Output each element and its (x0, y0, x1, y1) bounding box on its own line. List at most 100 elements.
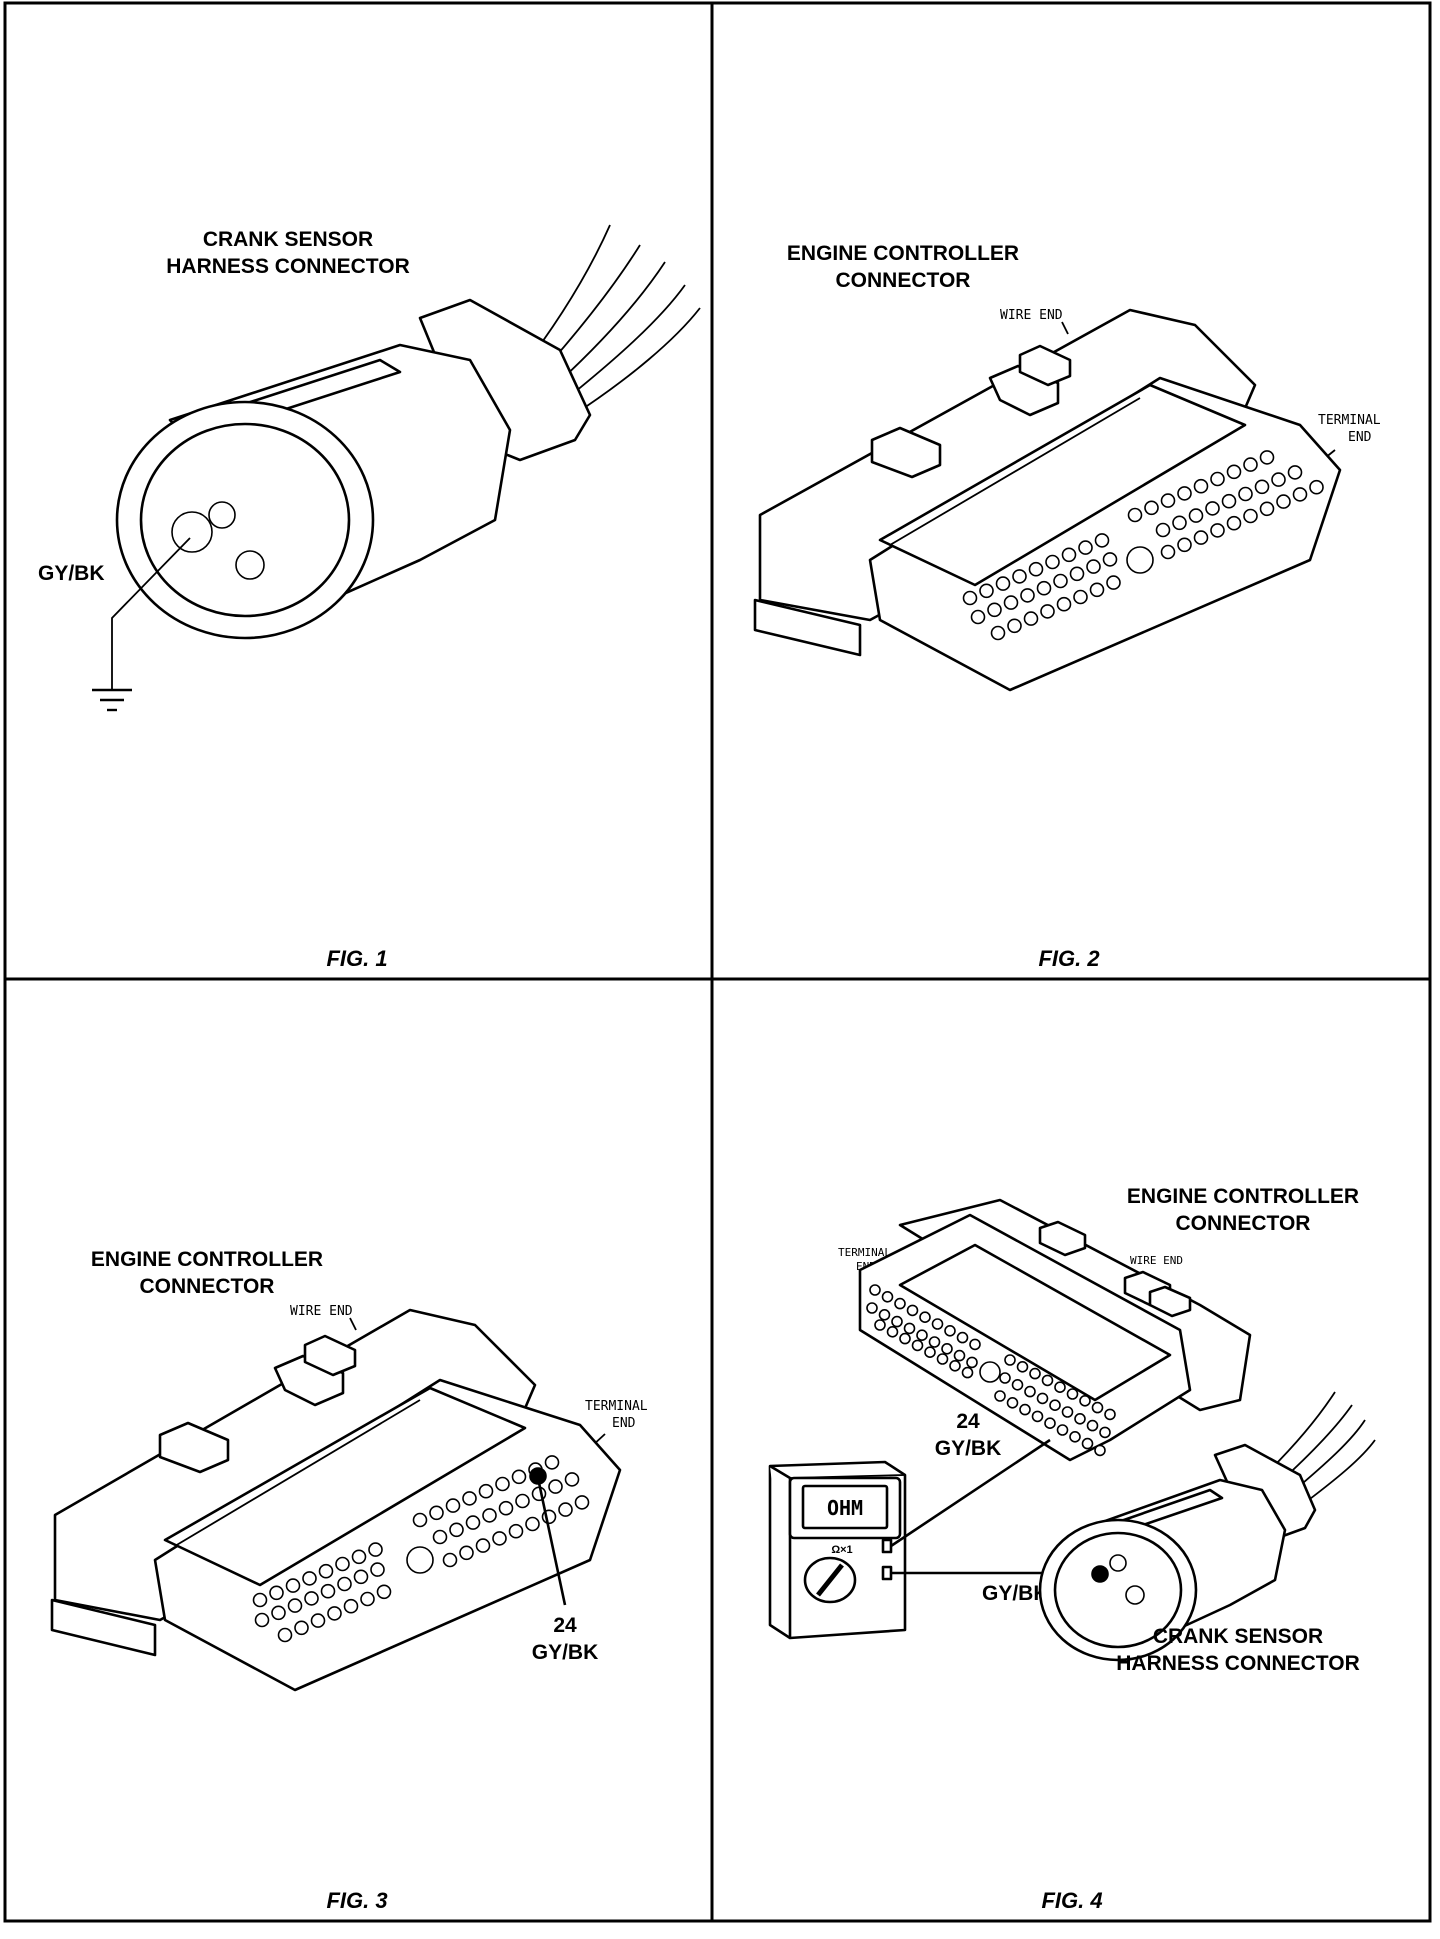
connector-pin (285, 1578, 301, 1593)
connector-pin (459, 1545, 474, 1561)
fig2-pin-array (962, 450, 1324, 641)
connector-pin (1020, 588, 1035, 603)
connector-pin (1073, 589, 1088, 605)
connector-pin (886, 1326, 899, 1338)
fig3-engine-controller-connector-drawing (50, 1308, 622, 1692)
connector-pin (1193, 478, 1209, 494)
connector-pin (1078, 540, 1093, 555)
fig1-crank-connector-drawing (92, 224, 701, 712)
connector-pin (936, 1353, 949, 1365)
fig3-panel: ENGINE CONTROLLER CONNECTOR WIRE END TER… (50, 1248, 648, 1913)
connector-pin (337, 1576, 352, 1592)
connector-pin (277, 1627, 293, 1643)
connector-pin (271, 1605, 286, 1621)
connector-pin (1276, 494, 1291, 509)
connector-pin (953, 1349, 966, 1362)
ohmmeter-range-label: Ω×1 (831, 1544, 852, 1556)
connector-pin (492, 1531, 507, 1546)
fig4-sensor-wire-callout: GY/BK (982, 1582, 1049, 1605)
connector-pin (1287, 465, 1303, 480)
connector-pin (1259, 501, 1275, 517)
fig4-title: ENGINE CONTROLLER CONNECTOR (1127, 1185, 1359, 1235)
connector-pin (1102, 552, 1118, 567)
connector-pin (1193, 530, 1209, 545)
connector-pin (1172, 515, 1187, 531)
connector-pin (911, 1339, 924, 1352)
connector-pin (294, 1620, 309, 1636)
connector-pin (498, 1500, 514, 1516)
test-lead-to-pin-24 (890, 1438, 1051, 1548)
fig2-engine-controller-connector-drawing (753, 308, 1342, 692)
connector-pin (869, 1284, 881, 1296)
connector-pin (360, 1591, 375, 1607)
connector-pin (903, 1322, 916, 1335)
connector-pin (941, 1343, 953, 1355)
connector-pin (1031, 1410, 1044, 1423)
fig1-title-line-2: HARNESS CONNECTOR (166, 255, 409, 278)
connector-pin (1054, 1381, 1066, 1393)
connector-pin (269, 1585, 284, 1601)
connector-pin (1309, 479, 1324, 495)
connector-pin (544, 1455, 560, 1470)
connector-pin (966, 1356, 978, 1369)
connector-pin (1069, 566, 1085, 582)
fig4-pin-wire-color: GY/BK (935, 1437, 1002, 1460)
connector-pin (1091, 1401, 1104, 1414)
connector-pin (1004, 1354, 1016, 1366)
connector-pin (1079, 1395, 1091, 1407)
connector-pin (429, 1505, 444, 1521)
fig1-title-line-1: CRANK SENSOR (203, 228, 373, 251)
connector-pin (931, 1318, 944, 1330)
connector-pin (449, 1522, 464, 1538)
connector-pin (1040, 604, 1055, 619)
connector-pin (1210, 523, 1225, 538)
connector-pin (1226, 464, 1242, 480)
connector-pin (1056, 596, 1072, 612)
fig4-panel: ENGINE CONTROLLER CONNECTOR TERMINAL END… (768, 1185, 1376, 1913)
connector-pin (1094, 533, 1110, 548)
connector-pin (1089, 582, 1105, 598)
connector-pin (558, 1502, 573, 1517)
connector-pin (1243, 508, 1258, 524)
connector-pin (412, 1512, 428, 1528)
connector-pin (1081, 1437, 1094, 1450)
fig2-label: FIG. 2 (1038, 946, 1100, 971)
connector-pin (1061, 547, 1077, 563)
connector-pin (1205, 501, 1220, 516)
connector-pin (906, 1304, 919, 1317)
connector-pin (987, 602, 1002, 618)
ohmmeter-jack-icon (881, 1538, 893, 1554)
connector-pin (944, 1325, 956, 1337)
fig2-title-line-1: ENGINE CONTROLLER (787, 242, 1019, 265)
fig2-terminal-callout-line-1: TERMINAL (1318, 413, 1381, 428)
connector-pin (1044, 1417, 1056, 1429)
connector-pin (1003, 595, 1019, 610)
fig3-label: FIG. 3 (326, 1888, 387, 1913)
fig4-pin-array (866, 1284, 1116, 1457)
connector-pin (370, 1562, 385, 1577)
connector-pin (891, 1315, 903, 1328)
fig3-pin-wire-color: GY/BK (532, 1641, 599, 1664)
connector-pin (1243, 457, 1258, 472)
connector-pin (1155, 522, 1171, 538)
connector-pin (894, 1297, 906, 1310)
connector-pin (928, 1336, 941, 1348)
connector-pin (353, 1569, 369, 1585)
ohmmeter-display: OHM (827, 1496, 863, 1520)
fig3-terminal-callout-line-1: TERMINAL (585, 1399, 648, 1414)
connector-pin (252, 1592, 268, 1608)
fig4-pin-number: 24 (956, 1410, 980, 1433)
connector-pin (508, 1523, 524, 1539)
connector-pin (1041, 1374, 1054, 1387)
connector-pin (462, 1491, 477, 1506)
connector-pin (881, 1291, 894, 1303)
connector-pin (1029, 1367, 1041, 1380)
ohmmeter: OHM Ω×1 (768, 1460, 907, 1640)
connector-pin (1006, 1397, 1019, 1409)
connector-pin (574, 1495, 590, 1510)
fig3-wire-end-callout: WIRE END (290, 1304, 353, 1319)
connector-pin (335, 1556, 350, 1572)
connector-pin (899, 1332, 911, 1345)
connector-pin (1019, 1403, 1031, 1416)
connector-pin (1045, 554, 1060, 570)
